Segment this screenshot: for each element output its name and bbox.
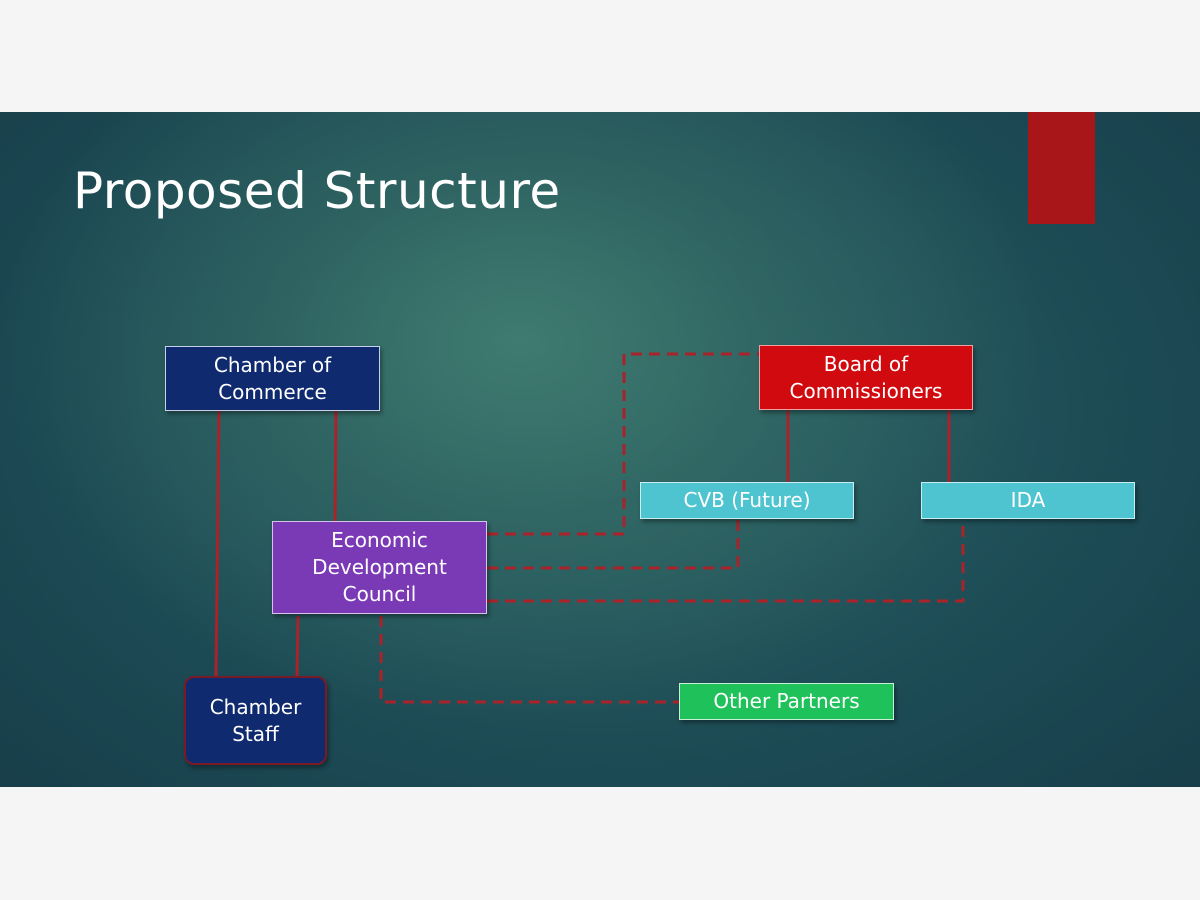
slide: Proposed Structure Chamber of Commerce B… xyxy=(0,112,1200,787)
connector-lines xyxy=(214,352,965,704)
edge-edc-to-ida xyxy=(487,519,965,603)
node-chamber-of-commerce: Chamber of Commerce xyxy=(165,346,380,411)
node-board-of-commissioners: Board of Commissioners xyxy=(759,345,973,410)
node-ida: IDA xyxy=(921,482,1135,519)
edge-edc-to-staff xyxy=(295,615,300,677)
node-other-partners: Other Partners xyxy=(679,683,894,720)
edge-edc-to-board xyxy=(487,352,759,536)
slide-title: Proposed Structure xyxy=(73,162,561,220)
edge-edc-to-cvb xyxy=(487,519,740,570)
edge-edc-to-partners xyxy=(379,616,679,704)
node-chamber-staff: Chamber Staff xyxy=(184,676,327,765)
edge-chamber-to-edc xyxy=(333,410,338,522)
node-cvb: CVB (Future) xyxy=(640,482,854,519)
accent-bar xyxy=(1028,112,1095,224)
edge-chamber-to-staff xyxy=(214,410,221,677)
node-economic-development-council: Economic Development Council xyxy=(272,521,487,614)
